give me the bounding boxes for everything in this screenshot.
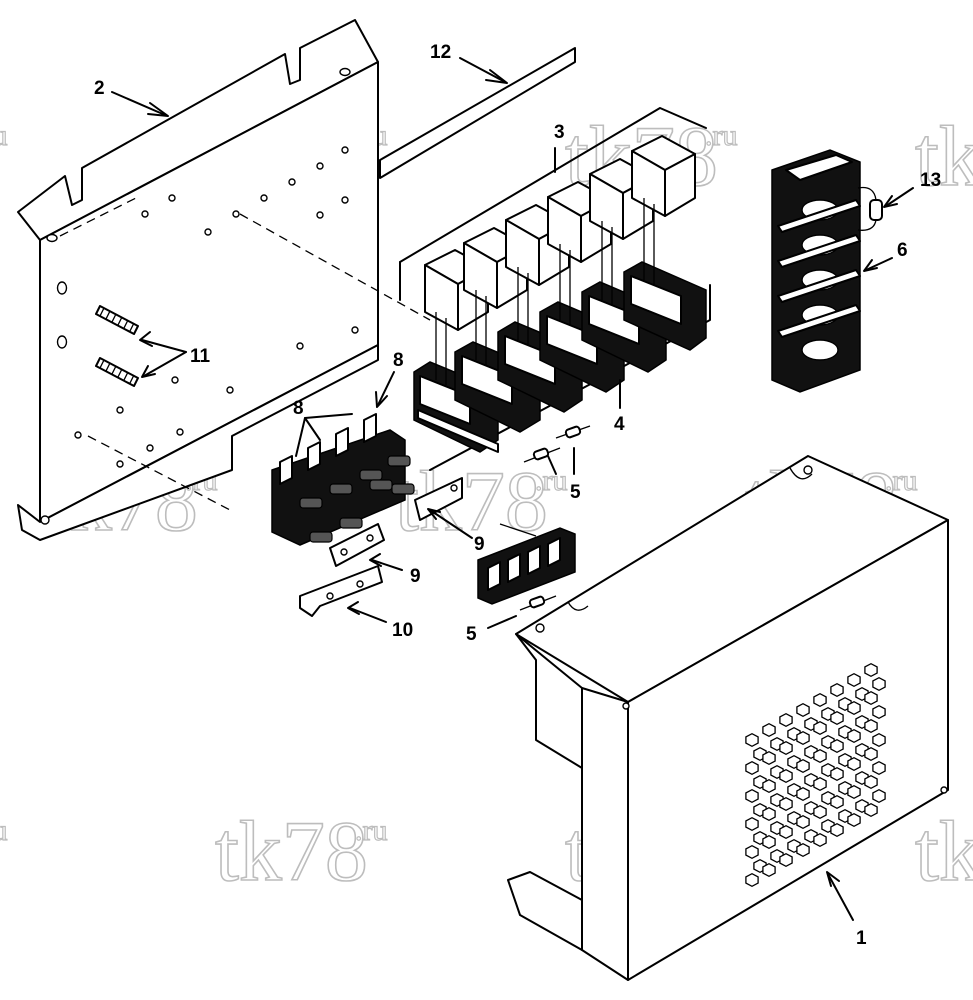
cover-box [507,455,949,981]
vent-grille [745,662,886,888]
vent-hole [796,814,810,830]
callout-5-lower: 5 [466,624,477,645]
vent-hole [745,844,759,860]
mounting-plate [17,19,431,541]
callout-13: 13 [920,170,941,191]
vent-hole [872,676,886,692]
vent-hole [762,722,776,738]
insulating-strip [379,47,576,179]
vent-hole [813,804,827,820]
callout-2: 2 [94,78,105,99]
watermark-text: tk78 [915,803,973,899]
vent-hole [847,728,861,744]
vent-hole [830,738,844,754]
vent-hole [796,758,810,774]
plate-holes [40,67,359,525]
vent-hole [779,852,793,868]
vent-hole [762,750,776,766]
vent-hole [779,740,793,756]
watermark-suffix: .ru [705,119,738,152]
vent-hole [762,806,776,822]
vent-hole [830,794,844,810]
callout-9-right: 9 [474,534,485,555]
vent-hole [796,842,810,858]
callout-1: 1 [856,928,867,949]
relay-sockets [413,261,707,453]
vent-hole [813,692,827,708]
callout-6: 6 [897,240,908,261]
vent-hole [745,788,759,804]
vent-hole [872,704,886,720]
watermark-suffix: .ru [535,464,568,497]
vent-hole [864,662,878,678]
watermark-suffix: .ru [885,464,918,497]
callout-5-upper: 5 [570,482,581,503]
vent-hole [847,756,861,772]
vent-hole [745,732,759,748]
vent-hole [796,730,810,746]
callout-8-upper: 8 [393,350,404,371]
watermark-suffix: .ru [0,119,8,152]
callout-11: 11 [190,346,211,367]
watermark-text: tk78 [915,108,973,204]
vent-hole [872,760,886,776]
vent-hole [779,768,793,784]
watermark-text: tk78 [215,803,368,899]
vent-hole [762,862,776,878]
vent-hole [762,834,776,850]
callout-9-left: 9 [410,566,421,587]
vent-hole [864,774,878,790]
vent-hole [872,788,886,804]
relay-assembly [399,107,711,471]
watermark-text: tk78 [395,453,548,549]
vent-hole [745,760,759,776]
vent-hole [847,812,861,828]
vent-hole [830,710,844,726]
watermark-suffix: .ru [355,814,388,847]
vent-hole [864,690,878,706]
vent-hole [864,802,878,818]
vent-hole [745,816,759,832]
small-terminal-block [477,527,576,605]
vent-hole [796,702,810,718]
vent-hole [762,778,776,794]
relays [424,135,696,385]
vent-hole [745,872,759,888]
mounting-studs [95,305,139,387]
vent-hole [813,720,827,736]
vent-hole [847,784,861,800]
terminal-strip [771,149,883,393]
callout-8-lower: 8 [293,398,304,419]
diodes [499,425,591,611]
vent-hole [796,786,810,802]
vent-hole [847,700,861,716]
watermark-suffix: .ru [0,814,8,847]
vent-hole [847,672,861,688]
callout-12: 12 [430,42,451,63]
leader-lines [111,57,914,921]
vent-hole [830,682,844,698]
vent-hole [813,776,827,792]
callout-4: 4 [614,414,625,435]
callout-3: 3 [554,122,565,143]
vent-hole [813,748,827,764]
callout-10: 10 [392,620,413,641]
callout-labels: 1 2 3 4 5 5 6 8 8 9 9 10 11 12 13 [94,42,941,949]
vent-hole [779,712,793,728]
vent-hole [864,746,878,762]
vent-hole [864,718,878,734]
vent-hole [813,832,827,848]
circuit-breakers [271,413,463,617]
vent-hole [779,824,793,840]
vent-hole [830,822,844,838]
vent-hole [872,732,886,748]
vent-hole [779,796,793,812]
vent-hole [830,766,844,782]
